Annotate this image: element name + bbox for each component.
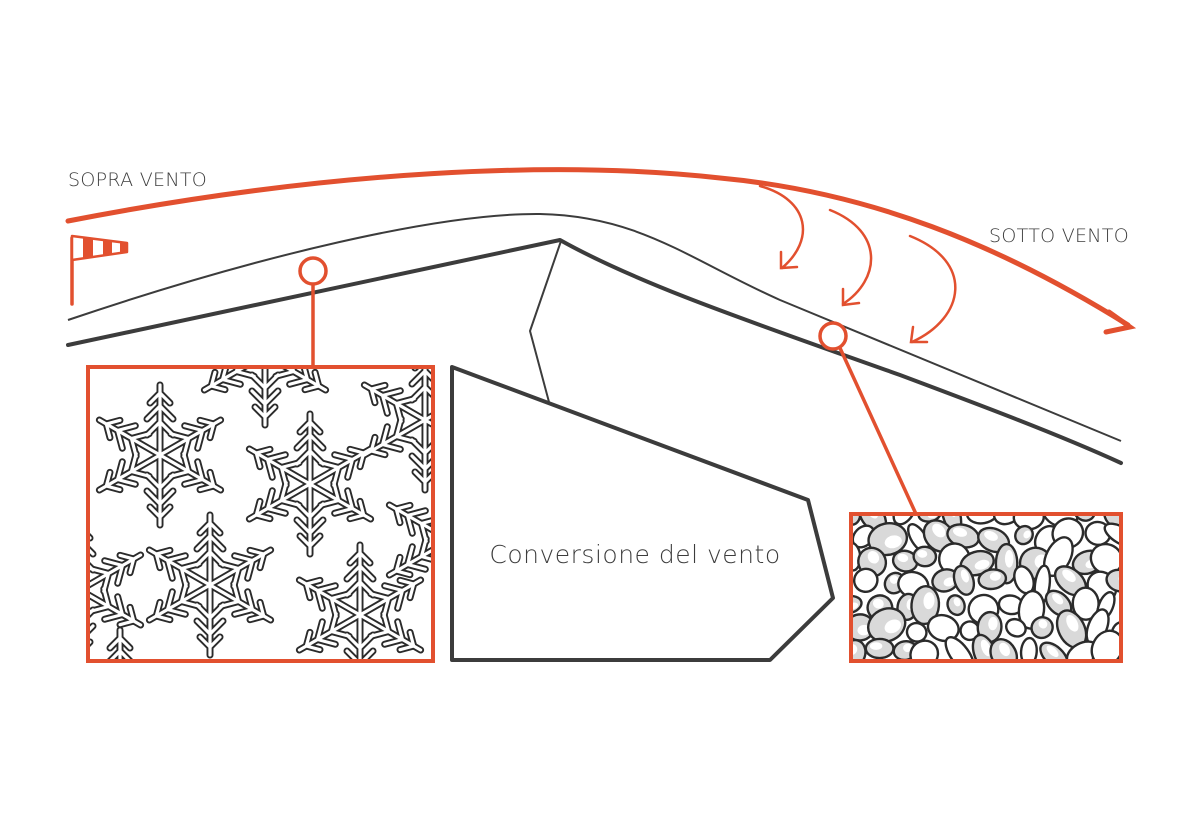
cornice-crack-line (529, 240, 562, 403)
conversion-label: Conversione del vento (489, 540, 780, 569)
snow-grain-highlight (980, 598, 993, 612)
snow-grain-highlight (1041, 571, 1048, 589)
snow-grain-highlight (867, 550, 880, 564)
wind-arrowhead (1103, 309, 1137, 335)
snow-grain-highlight (1066, 528, 1080, 541)
snow-grain-highlight (889, 575, 899, 584)
snow-grain-highlight (989, 571, 1001, 581)
eddy-arrow-3 (908, 234, 957, 344)
snow-grain-highlight (1106, 638, 1120, 654)
snow-grain-highlight (1030, 597, 1041, 614)
snow-grain-highlight (999, 642, 1011, 657)
snow-grain-highlight (1023, 530, 1031, 539)
snow-grain-highlight (1004, 550, 1014, 568)
ground-slope-line (66, 238, 1123, 465)
snow-grain-highlight (988, 616, 998, 631)
snow-grain-highlight (903, 643, 913, 653)
snow-grain-highlight (1041, 529, 1053, 542)
leeward-eddies (758, 184, 957, 344)
snow-surface-line (67, 212, 1122, 442)
leeward-label: SOTTO VENTO (989, 225, 1129, 247)
snow-grain-highlight (964, 623, 973, 632)
snow-grain-highlight (1028, 642, 1035, 655)
snow-grain-highlight (872, 598, 884, 609)
snow-grain-highlight (952, 548, 965, 563)
snow-grain-highlight (923, 648, 936, 661)
snow-grain-highlight (897, 553, 909, 563)
snow-grain-highlight (953, 527, 968, 537)
snow-grain-highlight (1105, 551, 1119, 565)
snow-grain-highlight (1010, 621, 1019, 629)
snowflake-pattern-box (86, 365, 435, 663)
snow-grain-highlight (884, 535, 902, 549)
eddy-arrow-2 (828, 208, 873, 306)
wind-flow-line (65, 167, 1131, 328)
snow-grain-highlight (1083, 592, 1094, 607)
snow-grain-highlight (984, 530, 998, 541)
snow-grain-highlight (1002, 598, 1014, 606)
snow-grain-highlight (1096, 615, 1106, 632)
snow-grain-highlight (1052, 593, 1064, 605)
snow-grain (851, 594, 863, 615)
snow-grain-highlight (917, 549, 928, 558)
windward-label: SOPRA VENTO (68, 169, 207, 191)
snow-grain-highlight (1046, 645, 1059, 658)
snow-grain-highlight (1020, 569, 1029, 582)
snow-grain-highlight (974, 559, 990, 570)
wind-conversion-block (450, 365, 835, 662)
windward-sample-marker (298, 256, 328, 286)
snow-grain-highlight (911, 577, 924, 589)
snow-grain-highlight (1105, 597, 1113, 610)
snow-grain-highlight (1110, 526, 1121, 537)
windsock-icon (70, 234, 129, 306)
snow-grain-highlight (913, 527, 923, 540)
snow-grain-highlight (923, 592, 935, 610)
snow-grain-highlight (980, 639, 991, 657)
snow-grain-highlight (1038, 619, 1048, 629)
snow-grain-highlight (1057, 544, 1070, 562)
leeward-sample-marker (818, 321, 848, 351)
snow-grain-highlight (941, 620, 955, 632)
snow-grain-highlight (869, 642, 883, 650)
snow-grain-highlight (952, 641, 965, 657)
snow-grain-highlight (943, 577, 956, 587)
snow-grain-highlight (884, 619, 901, 634)
snow-grain-highlight (1066, 614, 1079, 632)
snow-grain-highlight (1062, 569, 1076, 583)
snow-grain-highlight (861, 571, 872, 582)
snow-grain-highlight (1089, 525, 1102, 535)
snow-grain-highlight (960, 569, 969, 583)
grain-pattern-box (849, 512, 1123, 663)
eddy-arrow-1 (758, 184, 805, 270)
snow-grain-highlight (953, 597, 961, 607)
leeward-sample-connector (838, 347, 918, 515)
snow-grain-highlight (932, 523, 946, 538)
snow-grain-highlight (915, 626, 924, 636)
